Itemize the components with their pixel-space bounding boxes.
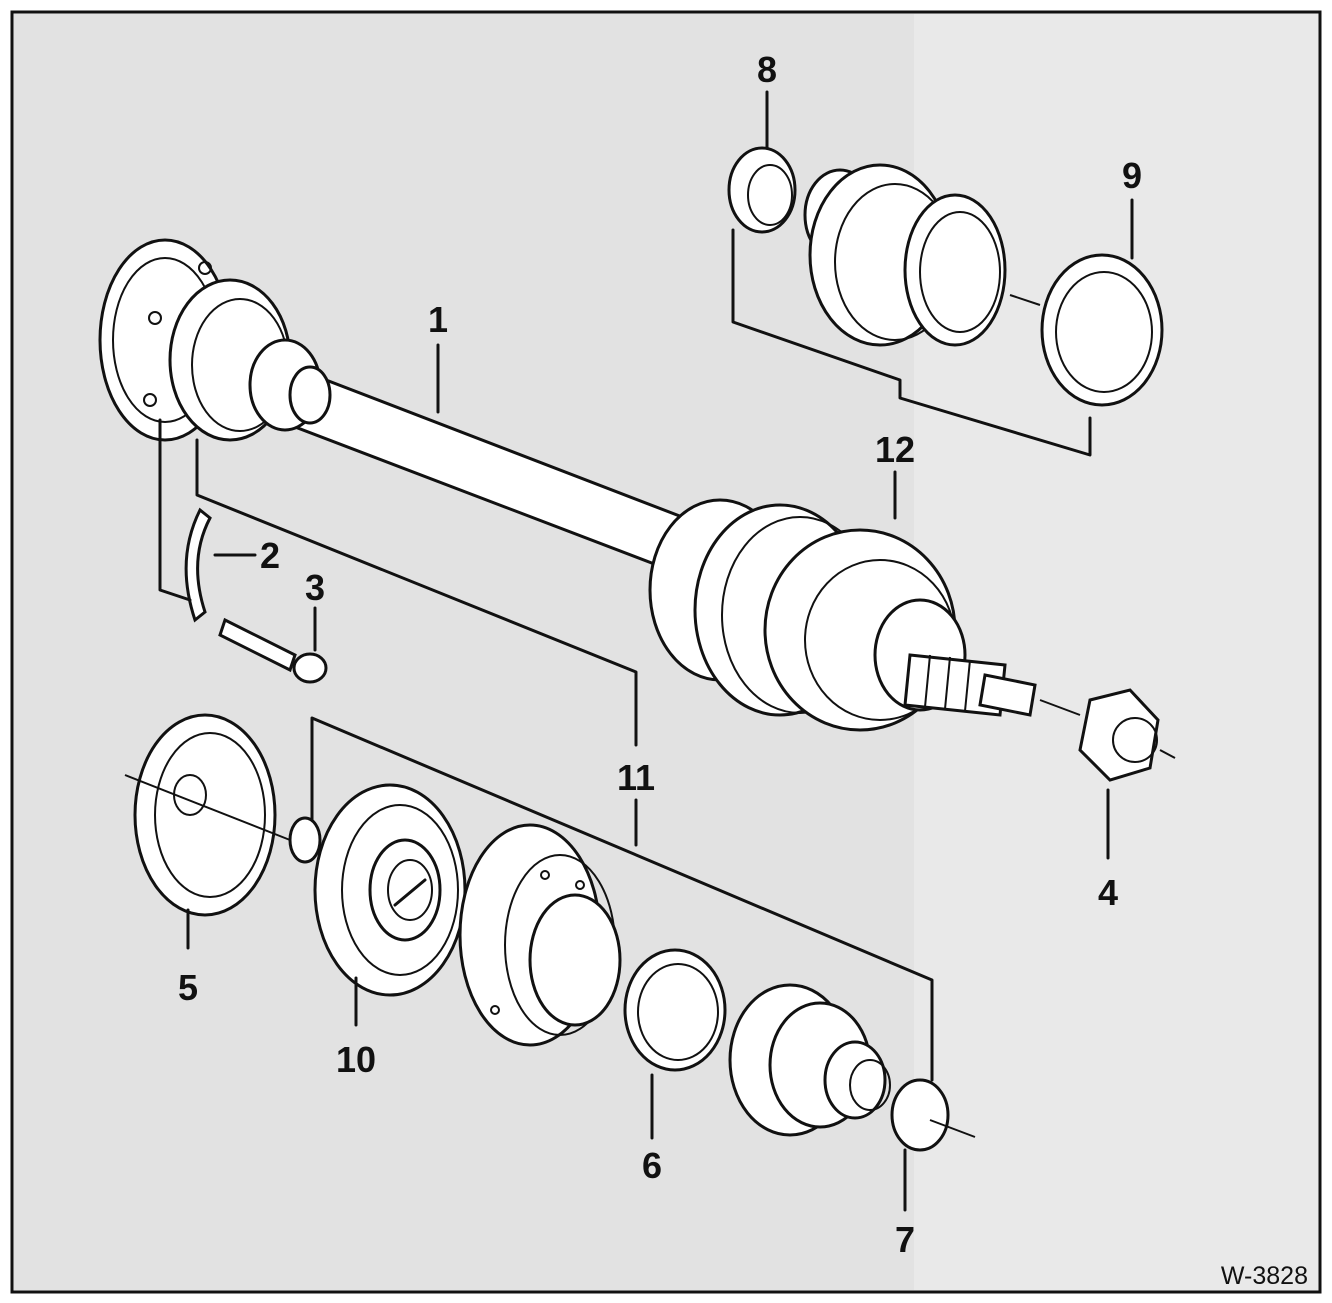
callout-6: 6: [642, 1145, 662, 1186]
small-clamp-part: [890, 1078, 976, 1152]
figure-id-label: W-3828: [1221, 1262, 1308, 1290]
joint-housing-part: [458, 823, 622, 1047]
hex-nut-part: [1078, 688, 1176, 782]
callout-12: 12: [875, 429, 915, 470]
callout-3: 3: [305, 567, 325, 608]
dust-cap-part: [124, 713, 291, 917]
callout-10: 10: [336, 1039, 376, 1080]
callout-1: 1: [428, 299, 448, 340]
callout-labels: 1 2 3 4 5 6 7 8 9 10 11 12: [178, 49, 1142, 1260]
cv-joint-part: [313, 783, 467, 997]
callout-7: 7: [895, 1219, 915, 1260]
callout-2: 2: [260, 535, 280, 576]
small-clamp-upper: [727, 146, 797, 234]
clamp-ring-part: [623, 948, 727, 1072]
socket-head-bolt-part: [218, 617, 328, 684]
small-boot-part: [728, 983, 891, 1137]
callout-4: 4: [1098, 872, 1118, 913]
circlip-part: [288, 816, 322, 864]
callout-8: 8: [757, 49, 777, 90]
drive-shaft-assembly: [98, 238, 1081, 732]
boot-kit-upper: [727, 146, 1164, 407]
large-clamp-ring: [1040, 253, 1164, 407]
leader-lines: [158, 90, 1134, 1212]
callout-9: 9: [1122, 155, 1142, 196]
retaining-plate-part: [184, 507, 212, 623]
callout-5: 5: [178, 967, 198, 1008]
callout-11: 11: [617, 757, 655, 798]
